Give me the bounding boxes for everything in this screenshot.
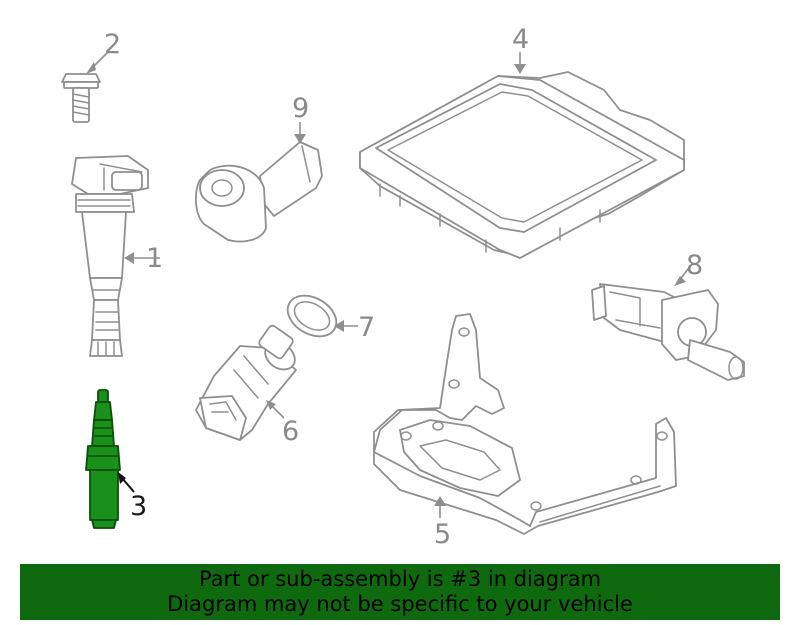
- callout-4: 4: [512, 24, 529, 55]
- part-5-bracket[interactable]: [373, 313, 677, 535]
- part-6-camshaft-sensor[interactable]: [195, 324, 300, 441]
- banner-line-2: Diagram may not be specific to your vehi…: [167, 592, 633, 616]
- parts-diagram: 2 1: [61, 24, 745, 550]
- callout-7: 7: [358, 312, 375, 343]
- part-2-bolt[interactable]: [61, 51, 109, 123]
- callout-2: 2: [104, 29, 121, 60]
- banner-line-1: Part or sub-assembly is #3 in diagram: [198, 567, 602, 591]
- part-1-ignition-coil[interactable]: [71, 155, 160, 357]
- part-8-crankshaft-sensor[interactable]: [591, 263, 745, 381]
- part-3-spark-plug[interactable]: [85, 389, 135, 529]
- part-7-o-ring[interactable]: [280, 287, 358, 344]
- callout-6: 6: [282, 416, 299, 447]
- callout-1: 1: [146, 243, 163, 274]
- callout-9: 9: [292, 93, 309, 124]
- callout-3: 3: [130, 491, 147, 522]
- part-9-knock-sensor[interactable]: [195, 122, 323, 243]
- part-4-engine-control-module[interactable]: [359, 52, 685, 259]
- callout-5: 5: [434, 519, 451, 550]
- callout-8: 8: [686, 250, 703, 281]
- diagram-notice-banner: Part or sub-assembly is #3 in diagram Di…: [20, 564, 780, 620]
